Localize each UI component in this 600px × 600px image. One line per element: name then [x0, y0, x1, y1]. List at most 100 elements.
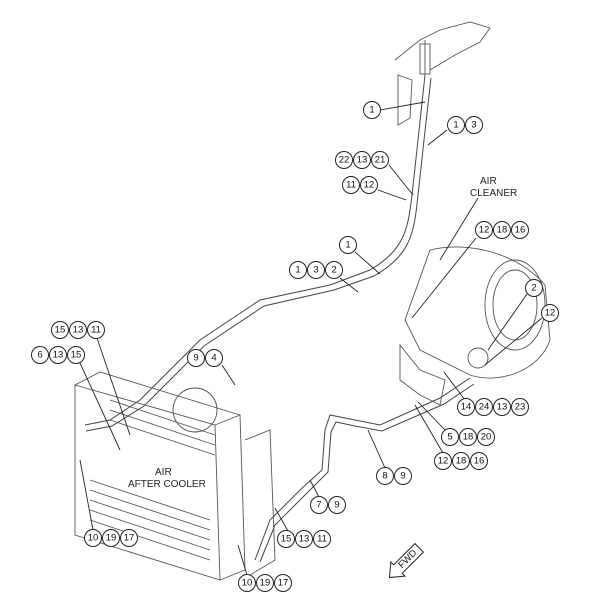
callout-number: 21 [375, 155, 386, 166]
callout-number: 20 [481, 432, 492, 443]
leader-lines [79, 101, 543, 576]
callout-circle [493, 398, 511, 416]
callout-number: 15 [71, 350, 82, 361]
callout-number: 1 [345, 240, 350, 251]
air-cleaner-label: AIR CLEANER [470, 176, 517, 199]
callout-circle [477, 428, 495, 446]
callout-circle [434, 452, 452, 470]
callout-number: 15 [55, 325, 66, 336]
callout-number: 12 [479, 225, 490, 236]
callout-number: 13 [53, 350, 64, 361]
callout-number: 10 [88, 533, 99, 544]
callout-circle [310, 496, 328, 514]
callout-circle [69, 321, 87, 339]
callout-number: 3 [471, 120, 476, 131]
callout-circle [102, 529, 120, 547]
callout-circle [394, 467, 412, 485]
callout-number: 11 [346, 180, 356, 191]
callout-circle [371, 151, 389, 169]
callout-number: 6 [37, 350, 42, 361]
callout-circle [541, 304, 559, 322]
callout-group: 10 19 17 [84, 529, 138, 547]
callout-circle [465, 116, 483, 134]
callout-circle [511, 221, 529, 239]
callout-number: 24 [479, 402, 490, 413]
callout-number: 13 [73, 325, 84, 336]
callout-number: 17 [278, 578, 289, 589]
callout-circle [360, 176, 378, 194]
callout-number: 2 [531, 283, 536, 294]
callout-number: 9 [334, 500, 339, 511]
callout-number: 1 [295, 265, 300, 276]
callout-circle [87, 321, 105, 339]
callout-circle [84, 529, 102, 547]
callout-number: 17 [124, 533, 135, 544]
callout-circle [457, 398, 475, 416]
callout-number: 1 [453, 120, 458, 131]
callout-circle [328, 496, 346, 514]
callout-circle [289, 261, 307, 279]
callout-circle [274, 574, 292, 592]
callout-number: 8 [382, 471, 387, 482]
air-cleaner-label-line2: CLEANER [470, 188, 517, 199]
air-after-cooler-label: AIR AFTER COOLER [128, 467, 206, 490]
after-cooler-label-line1: AIR [155, 467, 172, 478]
callout-number: 1 [369, 105, 374, 116]
after-cooler-label-line2: AFTER COOLER [128, 479, 206, 490]
callout-number: 9 [193, 353, 198, 364]
callout-circle [49, 346, 67, 364]
callout-circle [325, 261, 343, 279]
callout-number: 9 [400, 471, 405, 482]
callout-circle [475, 398, 493, 416]
callout-group: 12 [541, 304, 559, 322]
callout-number: 18 [497, 225, 508, 236]
callout-number: 10 [242, 578, 253, 589]
callout-circle [256, 574, 274, 592]
air-cleaner-label-line1: AIR [480, 176, 497, 187]
callout-number: 13 [497, 402, 508, 413]
callout-number: 11 [91, 325, 101, 336]
callout-circle [452, 452, 470, 470]
callout-circle [363, 101, 381, 119]
air-cleaner [399, 246, 551, 406]
upper-hose [84, 74, 432, 432]
callout-circle [187, 349, 205, 367]
callout-circle [307, 261, 325, 279]
callout-number: 12 [545, 308, 556, 319]
callout-circle [376, 467, 394, 485]
callout-circle [470, 452, 488, 470]
callout-number: 7 [316, 500, 321, 511]
callout-circle [447, 116, 465, 134]
callout-number: 16 [474, 456, 485, 467]
callout-circle [511, 398, 529, 416]
callout-group: 15 13 11 [51, 321, 105, 339]
callout-circle [51, 321, 69, 339]
callout-circle [493, 221, 511, 239]
callout-group: 1 [339, 236, 357, 254]
callout-circle [525, 279, 543, 297]
callout-circle [353, 151, 371, 169]
callout-circle [120, 529, 138, 547]
callout-group: 1 [363, 101, 381, 119]
callout-circle [205, 349, 223, 367]
callout-number: 12 [438, 456, 449, 467]
callout-number: 19 [106, 533, 117, 544]
callout-number: 22 [339, 155, 350, 166]
lower-hose [254, 377, 475, 563]
callout-number: 11 [317, 534, 327, 545]
top-valve-assembly [394, 21, 491, 126]
callout-circle [339, 236, 357, 254]
